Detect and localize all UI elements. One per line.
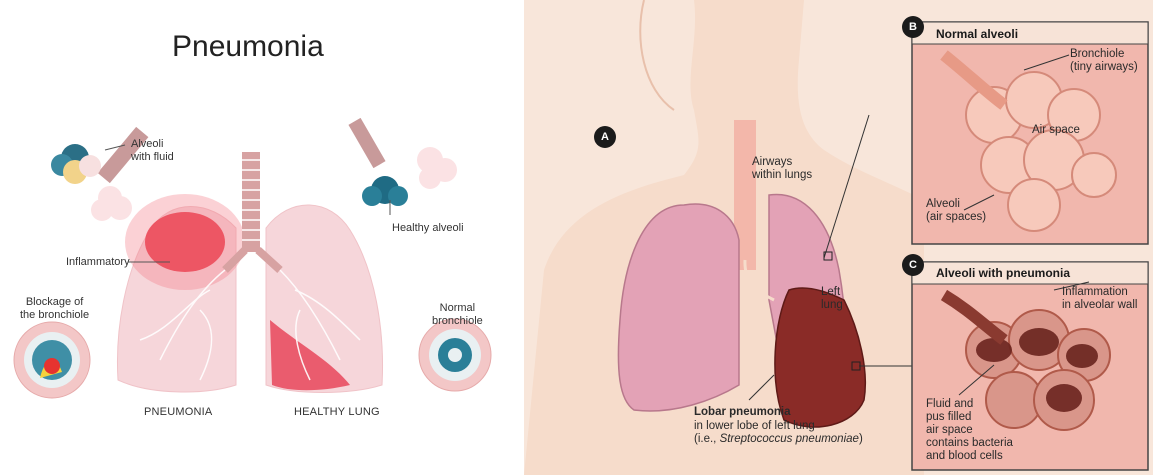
trachea bbox=[242, 152, 260, 252]
inflammation-label: Inflammation in alveolar wall bbox=[1062, 286, 1137, 312]
normal-bronchiole-circle bbox=[419, 319, 491, 391]
label-b-badge: B bbox=[902, 16, 924, 38]
bronchiole-label: Bronchiole (tiny airways) bbox=[1070, 48, 1138, 74]
healthy-alveoli-cluster bbox=[348, 118, 457, 206]
healthy-alveoli-label: Healthy alveoli bbox=[392, 222, 464, 235]
caption-pneumonia: PNEUMONIA bbox=[144, 406, 212, 418]
blocked-bronchiole-circle bbox=[14, 322, 90, 398]
air-space-label: Air space bbox=[1032, 124, 1080, 137]
alveoli-air-spaces-label: Alveoli (air spaces) bbox=[926, 198, 986, 224]
normal-bronchiole-label: Normal bronchiole bbox=[432, 302, 483, 328]
left-illustration-panel: Pneumonia Alveoli with fluid Healthy alv… bbox=[0, 0, 520, 475]
fluid-pus-label: Fluid and pus filled air space contains … bbox=[926, 398, 1013, 463]
left-illustration bbox=[0, 0, 520, 475]
alveoli-fluid-label: Alveoli with fluid bbox=[131, 138, 174, 164]
lobar-pneumonia-line1: in lower lobe of left lung bbox=[694, 420, 815, 433]
left-lung-label: Left lung bbox=[821, 286, 843, 312]
lobar-pneumonia-title: Lobar pneumonia bbox=[694, 406, 790, 419]
page-title: Pneumonia bbox=[172, 30, 324, 64]
right-illustration bbox=[524, 0, 1153, 475]
airways-label: Airways within lungs bbox=[752, 156, 812, 182]
lobar-pneumonia-line2: (i.e., Streptococcus pneumoniae) bbox=[694, 433, 863, 446]
blockage-label: Blockage of the bronchiole bbox=[20, 296, 89, 322]
caption-healthy-lung: HEALTHY LUNG bbox=[294, 406, 380, 418]
label-a-badge: A bbox=[594, 126, 616, 148]
right-illustration-panel: A B C Airways within lungs Left lung Lob… bbox=[524, 0, 1153, 475]
inflammatory-label: Inflammatory bbox=[66, 256, 130, 269]
pneumonia-alveoli-heading: Alveoli with pneumonia bbox=[936, 266, 1070, 280]
normal-alveoli-heading: Normal alveoli bbox=[936, 27, 1018, 41]
label-c-badge: C bbox=[902, 254, 924, 276]
